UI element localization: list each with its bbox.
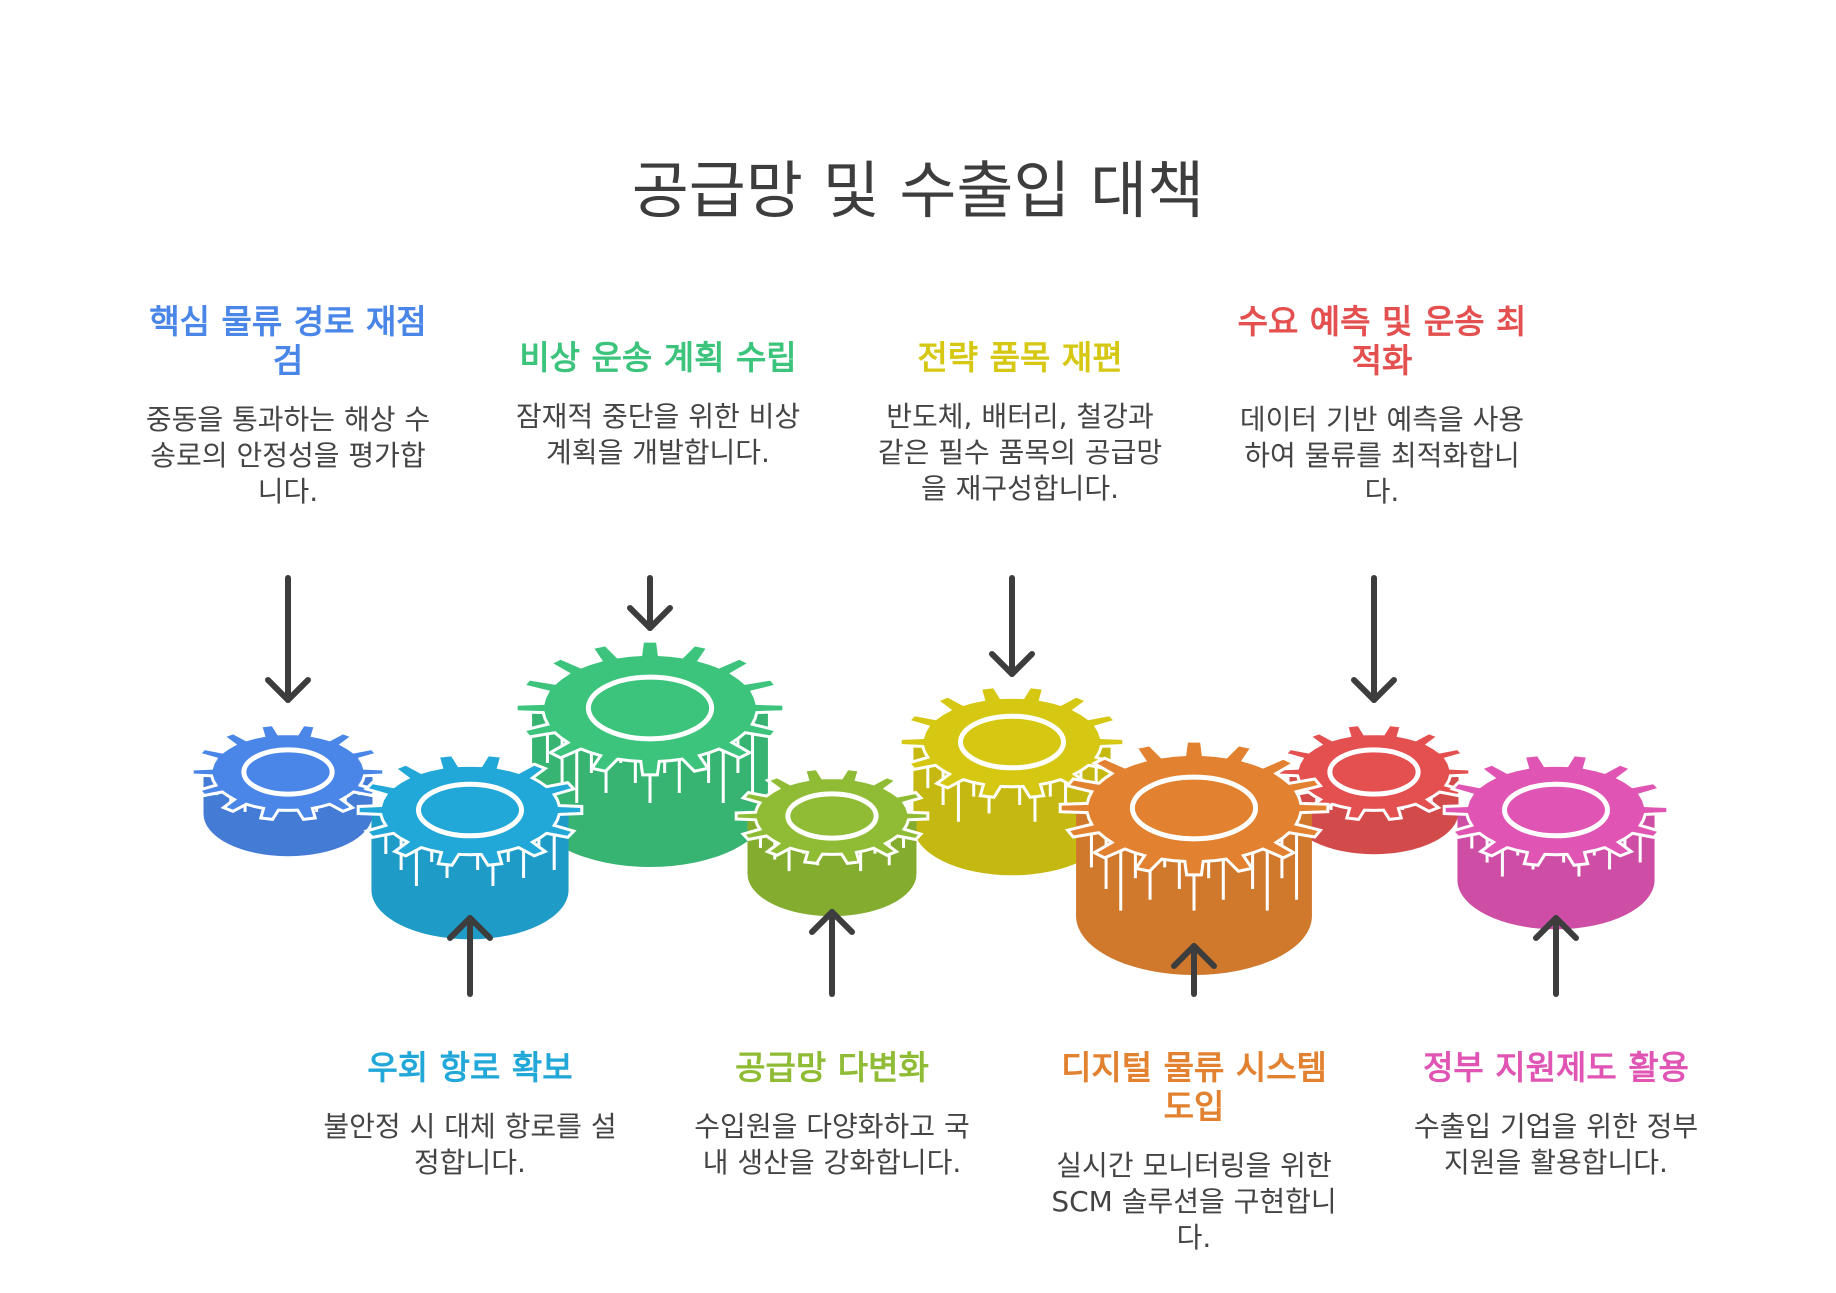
step-5: 전략 품목 재편 반도체, 배터리, 철강과 같은 필수 품목의 공급망을 재구… (870, 338, 1170, 507)
arrow-down-7 (1351, 575, 1397, 703)
gear-top (356, 753, 584, 867)
gear-top (514, 639, 786, 777)
step-6-description: 실시간 모니터링을 위한 SCM 솔루션을 구현합니다. (1051, 1149, 1337, 1254)
step-5-description: 반도체, 배터리, 철강과 같은 필수 품목의 공급망을 재구성합니다. (877, 400, 1163, 505)
step-4: 공급망 다변화 수입원을 다양화하고 국내 생산을 강화합니다. (682, 1048, 982, 1181)
arrow-down-3 (627, 575, 673, 631)
arrow-up-6 (1171, 943, 1217, 997)
gear-top (1058, 739, 1330, 877)
arrow-up-2 (447, 915, 493, 997)
gear-hole (241, 747, 335, 797)
step-4-heading: 공급망 다변화 (735, 1048, 929, 1087)
gear-hole (585, 674, 715, 742)
gear-icon (190, 722, 386, 857)
gear-icon (734, 766, 930, 917)
step-8: 정부 지원제도 활용 수출입 기업을 위한 정부 지원을 활용합니다. (1406, 1048, 1706, 1181)
arrow-down-5 (989, 575, 1035, 677)
step-3-heading: 비상 운송 계획 수립 (519, 338, 797, 377)
step-2-description: 불안정 시 대체 항로를 설정합니다. (323, 1110, 617, 1179)
gear-top (1442, 753, 1670, 867)
step-2-heading: 우회 항로 확보 (367, 1048, 573, 1087)
gear-icon (356, 753, 584, 940)
step-7-description: 데이터 기반 예측을 사용하여 물류를 최적화합니다. (1239, 403, 1525, 508)
gear-hole (1327, 747, 1421, 797)
step-2: 우회 항로 확보 불안정 시 대체 항로를 설정합니다. (320, 1048, 620, 1181)
gear-icon (514, 639, 786, 867)
gear-icon (1442, 753, 1670, 930)
gear-top (190, 722, 386, 822)
gear-hole (1501, 781, 1611, 839)
step-1-heading: 핵심 물류 경로 재점검 (149, 302, 427, 380)
gear-icon (1276, 722, 1472, 855)
arrow-up-8 (1533, 915, 1579, 997)
gear-top (734, 766, 930, 866)
step-6: 디지털 물류 시스템 도입 실시간 모니터링을 위한 SCM 솔루션을 구현합니… (1044, 1048, 1344, 1256)
step-7: 수요 예측 및 운송 최적화 데이터 기반 예측을 사용하여 물류를 최적화합니… (1232, 302, 1532, 510)
gear-hole (957, 713, 1067, 771)
step-1-description: 중동을 통과하는 해상 수송로의 안정성을 평가합니다. (145, 403, 431, 508)
gear-hole (785, 791, 879, 841)
step-1: 핵심 물류 경로 재점검 중동을 통과하는 해상 수송로의 안정성을 평가합니다… (138, 302, 438, 510)
gear-hole (1129, 774, 1259, 842)
step-3: 비상 운송 계획 수립 잠재적 중단을 위한 비상 계획을 개발합니다. (508, 338, 808, 471)
step-8-description: 수출입 기업을 위한 정부 지원을 활용합니다. (1413, 1110, 1699, 1179)
step-7-heading: 수요 예측 및 운송 최적화 (1237, 302, 1527, 380)
step-5-heading: 전략 품목 재편 (917, 338, 1123, 377)
gear-icon (1058, 739, 1330, 975)
step-3-description: 잠재적 중단을 위한 비상 계획을 개발합니다. (515, 400, 801, 469)
step-8-heading: 정부 지원제도 활용 (1423, 1048, 1689, 1087)
step-4-description: 수입원을 다양화하고 국내 생산을 강화합니다. (694, 1110, 970, 1179)
step-6-heading: 디지털 물류 시스템 도입 (1061, 1048, 1327, 1126)
gear-hole (415, 781, 525, 839)
arrow-up-4 (809, 909, 855, 997)
arrow-down-1 (265, 575, 311, 703)
diagram-title: 공급망 및 수출입 대책 (631, 154, 1205, 227)
